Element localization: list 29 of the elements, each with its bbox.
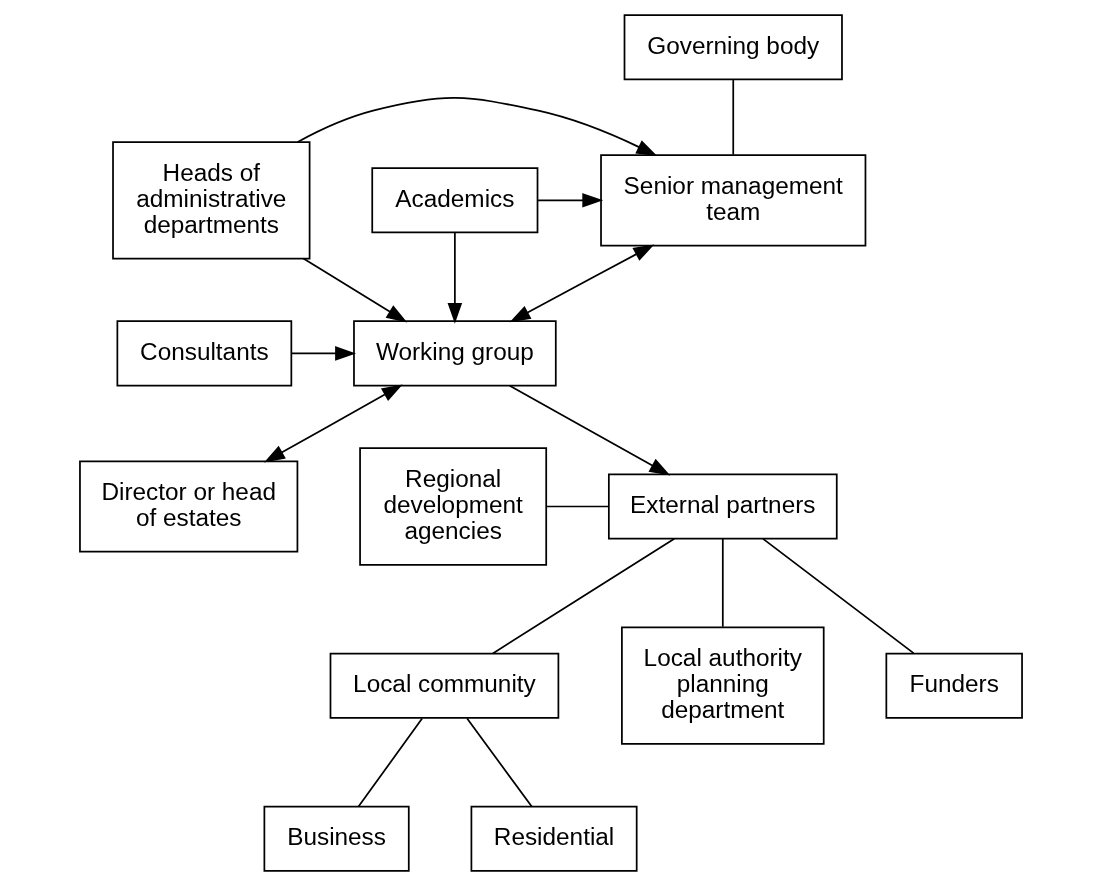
- node-box: Heads of administrative departments: [111, 141, 310, 260]
- node-box: Residential: [470, 805, 638, 872]
- node-box: Local authority planning department: [620, 626, 825, 745]
- connector: [721, 537, 724, 628]
- node-box: Working group: [352, 320, 557, 387]
- arrow: [509, 244, 654, 323]
- connector: [491, 537, 675, 655]
- arrow: [302, 257, 407, 323]
- connector: [761, 537, 914, 654]
- connector: [357, 717, 423, 808]
- node-box: Funders: [884, 652, 1023, 719]
- arrow: [296, 97, 657, 157]
- arrow: [447, 232, 462, 324]
- node-box: Governing body: [623, 14, 843, 81]
- arrow: [263, 384, 403, 463]
- node-box: Business: [263, 805, 410, 872]
- connector: [731, 79, 734, 156]
- node-box: Director or head of estates: [78, 460, 298, 553]
- arrow: [290, 346, 356, 361]
- arrow: [508, 384, 670, 476]
- node-box: Academics: [370, 167, 538, 234]
- node-box: Senior management team: [599, 154, 866, 247]
- connector: [545, 505, 609, 508]
- arrow: [536, 193, 603, 208]
- node-box: Local community: [329, 652, 559, 719]
- node-box: Consultants: [116, 320, 292, 387]
- node-box: Regional development agencies: [358, 447, 547, 566]
- connector: [465, 717, 533, 808]
- node-box: External partners: [607, 473, 838, 540]
